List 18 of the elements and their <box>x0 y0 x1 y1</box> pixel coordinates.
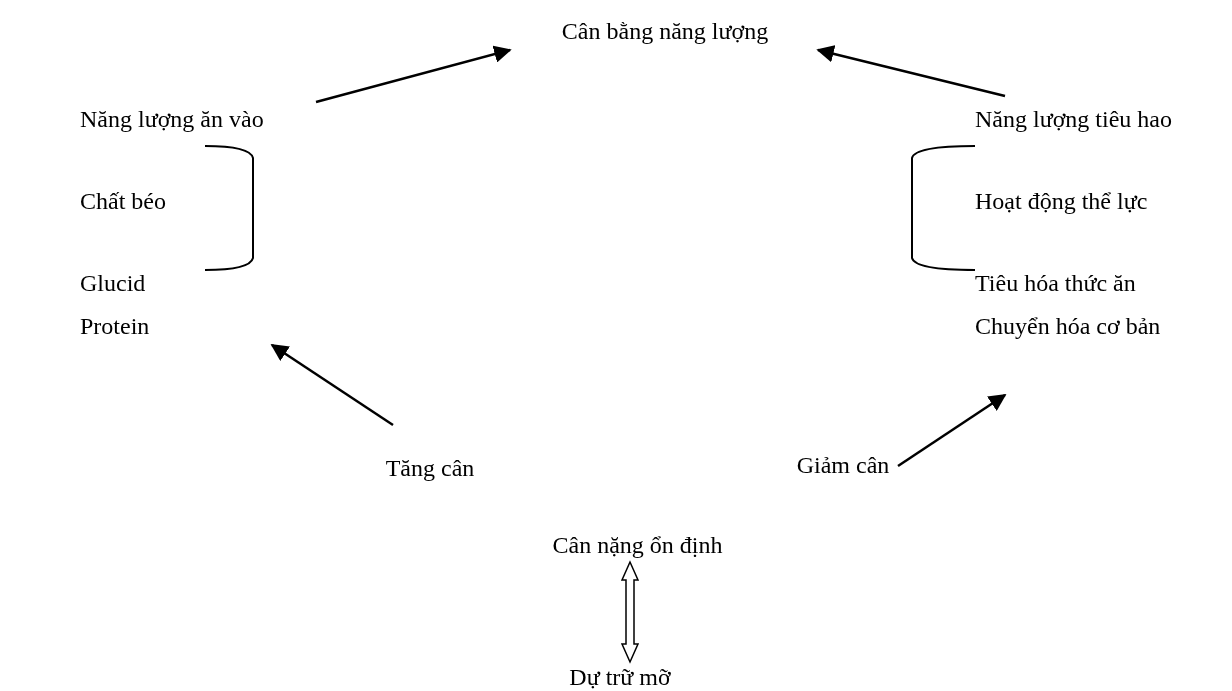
group-heading: Năng lượng ăn vào <box>80 105 264 134</box>
node-label: Tăng cân <box>385 454 475 483</box>
list-item: Chuyển hóa cơ bản <box>975 312 1161 341</box>
double-arrow <box>620 560 640 664</box>
node-label: Cân nặng ổn định <box>552 531 723 560</box>
list-item: Tiêu hóa thức ăn <box>975 269 1136 298</box>
arrow <box>897 393 1007 468</box>
list-item: Protein <box>80 312 150 341</box>
node-label: Giảm cân <box>796 451 890 480</box>
arrow <box>315 45 512 104</box>
list-item: Chất béo <box>80 187 166 216</box>
arrow <box>270 343 394 427</box>
node-label: Cân bằng năng lượng <box>561 17 769 46</box>
group-heading: Năng lượng tiêu hao <box>975 105 1172 134</box>
list-item: Glucid <box>80 269 146 298</box>
list-item: Hoạt động thể lực <box>975 187 1148 216</box>
arrow <box>816 45 1006 98</box>
node-label: Dự trữ mỡ <box>569 662 671 691</box>
